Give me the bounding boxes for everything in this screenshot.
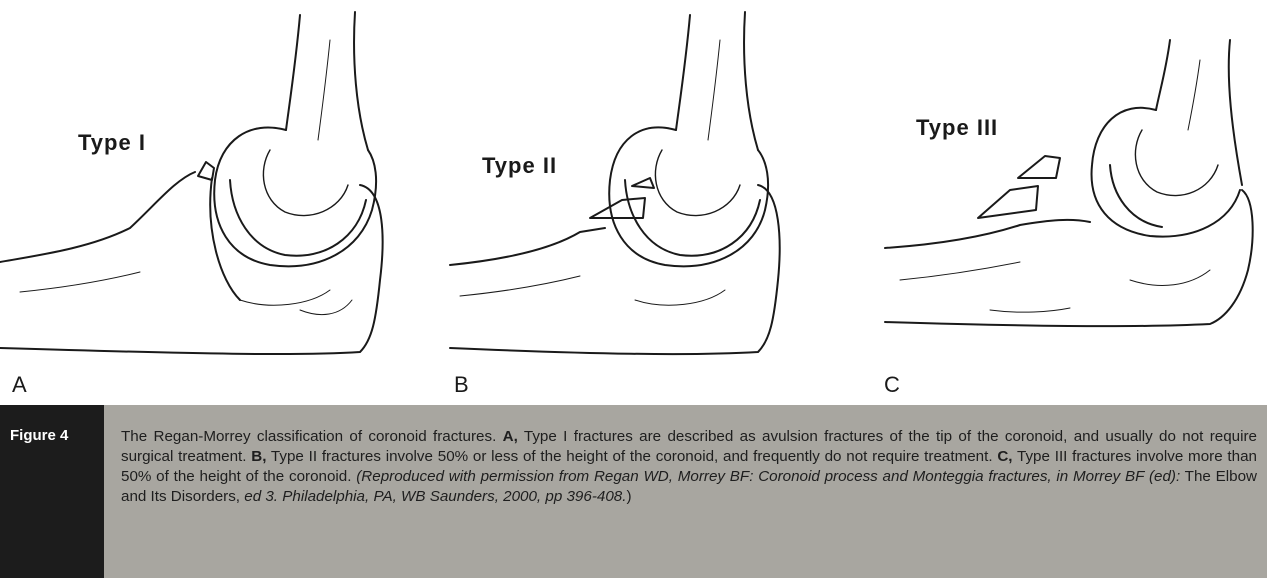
elbow-drawing-type-3 — [884, 39, 1254, 328]
caption-book-title: The Elbow and Its Disorders, — [121, 468, 1257, 505]
caption-type-2: Type II fractures involve 50% or less of… — [266, 448, 998, 465]
panel-b: Type II B — [440, 0, 840, 405]
caption-citation: (Reproduced with permission from Regan W… — [356, 468, 1181, 485]
panel-a: Type I A — [0, 0, 420, 405]
type-label: Type I — [78, 130, 146, 155]
figure-label-tab: Figure 4 — [0, 405, 104, 578]
caption-marker-b: B, — [251, 448, 267, 465]
caption-type-1: Type I fractures are described as avulsi… — [121, 428, 1257, 465]
figure-label: Figure 4 — [10, 427, 69, 444]
caption-text: The Regan-Morrey classification of coron… — [121, 427, 1257, 507]
caption-publisher: ed 3. Philadelphia, PA, WB Saunders, 200… — [244, 488, 627, 505]
panel-letter: B — [454, 372, 469, 397]
caption-bar: Figure 4 The Regan-Morrey classification… — [0, 405, 1267, 578]
caption-marker-c: C, — [997, 448, 1013, 465]
elbow-drawing-type-2 — [449, 11, 781, 356]
panel-c: Type III C — [870, 0, 1267, 405]
caption-type-3: Type III fractures involve more than 50%… — [121, 448, 1257, 485]
elbow-drawing-type-1 — [0, 11, 384, 356]
panel-letter: C — [884, 372, 900, 397]
caption-marker-a: A, — [502, 428, 518, 445]
figure-illustration: Type I A Type II B — [0, 0, 1267, 405]
type-label: Type II — [482, 153, 558, 178]
caption-intro: The Regan-Morrey classification of coron… — [121, 428, 503, 445]
panel-letter: A — [12, 372, 27, 397]
caption-close: ) — [626, 488, 632, 505]
type-label: Type III — [916, 115, 999, 140]
